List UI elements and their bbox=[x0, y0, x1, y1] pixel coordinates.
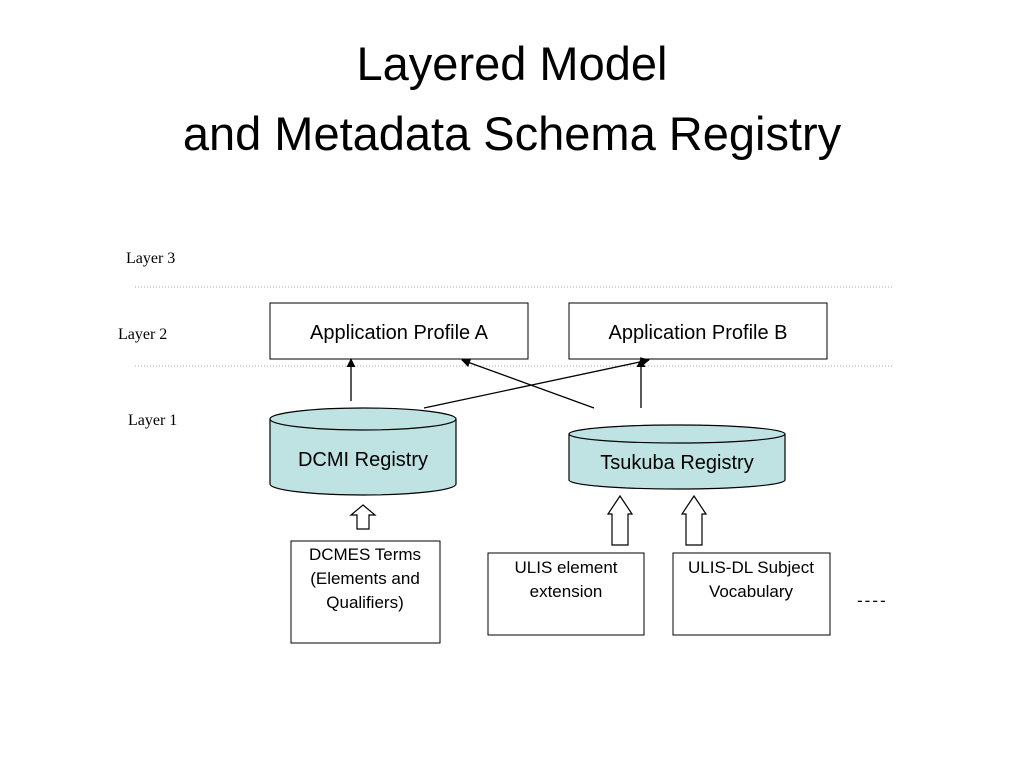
dcmi-registry: DCMI Registry bbox=[269, 407, 457, 496]
ulis-element-extension-line-2: extension bbox=[530, 582, 603, 601]
application-profile-a-box bbox=[269, 302, 529, 360]
tsukuba-registry-top bbox=[568, 424, 786, 444]
ulis-dl-subject-vocabulary-box bbox=[672, 552, 831, 636]
more-sources-ellipsis: ---- bbox=[857, 591, 888, 610]
application-profile-a-label: Application Profile A bbox=[310, 322, 489, 344]
dcmes-terms-line-3: Qualifiers) bbox=[326, 593, 403, 612]
ulis-dl-subject-vocabulary-line-2: Vocabulary bbox=[709, 582, 794, 601]
arrow-dcmi-to-profile-b bbox=[423, 357, 650, 409]
tsukuba-registry-label: Tsukuba Registry bbox=[600, 452, 753, 474]
application-profile-b: Application Profile B bbox=[568, 302, 828, 360]
dcmes-terms-line-2: (Elements and bbox=[310, 569, 420, 588]
application-profile-b-label: Application Profile B bbox=[609, 322, 788, 344]
layer-1-label: Layer 1 bbox=[128, 412, 177, 429]
dcmi-registry-top bbox=[269, 407, 457, 431]
dcmes-terms-box bbox=[290, 540, 441, 644]
ulis-dl-subject-vocabulary-line-1: ULIS-DL Subject bbox=[688, 558, 814, 577]
ulis-element-extension: ULIS element extension bbox=[487, 552, 645, 636]
dcmes-terms: DCMES Terms (Elements and Qualifiers) bbox=[290, 540, 441, 644]
block-arrow-ulis-dl-to-tsukuba bbox=[680, 494, 708, 546]
ulis-element-extension-box bbox=[487, 552, 645, 636]
layer-3-label: Layer 3 bbox=[126, 250, 175, 267]
layer-2-label: Layer 2 bbox=[118, 326, 167, 343]
application-profile-b-box bbox=[568, 302, 828, 360]
ulis-element-extension-line-1: ULIS element bbox=[515, 558, 618, 577]
dcmes-terms-line-1: DCMES Terms bbox=[309, 545, 421, 564]
tsukuba-registry-body bbox=[568, 434, 786, 490]
dcmi-registry-body bbox=[269, 419, 457, 496]
tsukuba-registry: Tsukuba Registry bbox=[568, 424, 786, 490]
application-profile-a: Application Profile A bbox=[269, 302, 529, 360]
arrow-tsukuba-to-profile-a bbox=[461, 358, 595, 409]
block-arrow-ulis-element-to-tsukuba bbox=[606, 494, 634, 546]
ulis-dl-subject-vocabulary: ULIS-DL Subject Vocabulary bbox=[672, 552, 831, 636]
dcmi-registry-label: DCMI Registry bbox=[298, 449, 428, 471]
slide-title-line-1: Layered Model bbox=[357, 37, 668, 90]
block-arrow-dcmes-to-dcmi bbox=[349, 504, 377, 530]
slide-title-line-2: and Metadata Schema Registry bbox=[183, 107, 842, 160]
